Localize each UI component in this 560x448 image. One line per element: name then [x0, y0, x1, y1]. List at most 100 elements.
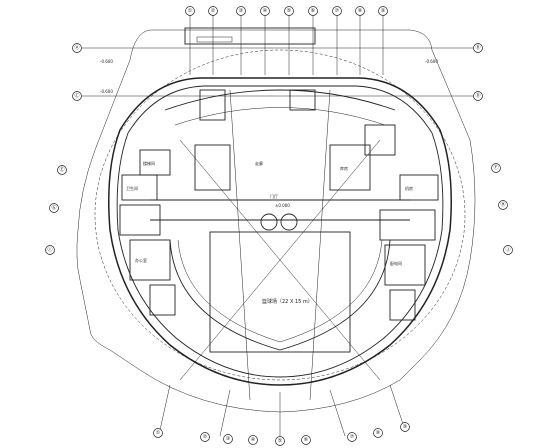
lobby-circle-left: [260, 213, 278, 231]
room-left-3: [119, 204, 161, 236]
svg-text:⑥: ⑥: [304, 437, 309, 443]
axis-bubble-bottom-8: ⑧: [373, 428, 383, 438]
room-left-6: [129, 239, 171, 281]
building-wall-inner: [116, 85, 444, 378]
room-label-7: 配电间: [390, 260, 402, 266]
axis-bubble-top-6: ⑥: [308, 6, 318, 16]
arena-arc-inner: [177, 239, 383, 343]
top-entry-strip: [184, 27, 316, 45]
svg-text:③: ③: [226, 436, 230, 442]
svg-text:④: ④: [263, 8, 268, 14]
level-mark-2: -0.600: [425, 59, 438, 64]
svg-text:Ⓑ: Ⓑ: [475, 44, 480, 51]
axis-bubble-bottom-1: ①: [153, 428, 163, 438]
axis-bubble-side-7: Ⓖ: [49, 203, 59, 213]
site-outline: [76, 29, 476, 413]
axis-bubble-bottom-6: ⑥: [301, 435, 311, 445]
svg-text:Ⓖ: Ⓖ: [51, 204, 56, 211]
room-right-6: [389, 289, 416, 321]
svg-text:Ⓒ: Ⓒ: [74, 92, 79, 99]
axis-bubble-side-3: Ⓒ: [72, 91, 82, 101]
axis-bubble-bottom-7: ⑦: [347, 432, 357, 442]
axis-bubble-side-10: Ⓙ: [503, 245, 513, 255]
axis-lines: [82, 14, 475, 438]
svg-text:⑧: ⑧: [376, 430, 381, 436]
svg-text:①: ①: [188, 8, 193, 14]
level-mark-1: -0.600: [100, 59, 113, 64]
room-right-3: [399, 174, 439, 201]
room-right-2: [364, 124, 396, 156]
svg-text:①: ①: [156, 430, 161, 436]
court-diagonal-4: [309, 89, 331, 401]
room-right-7: [289, 89, 316, 111]
room-right-1: [329, 144, 371, 191]
svg-text:Ⓓ: Ⓓ: [475, 92, 480, 99]
building-wall-outer: [108, 77, 452, 386]
axis-bubble-top-7: ⑦: [332, 6, 342, 16]
outer-ring: [94, 49, 466, 381]
svg-text:②: ②: [211, 8, 216, 14]
room-left-4: [194, 144, 231, 191]
level-mark-4: ±0.000: [275, 203, 290, 208]
axis-bubble-bottom-4: ④: [248, 435, 258, 445]
svg-text:⑦: ⑦: [350, 434, 355, 440]
room-label-5: 库房: [340, 165, 348, 171]
room-left-5: [199, 89, 226, 121]
room-label-1: 楼梯间: [143, 160, 155, 166]
axis-bubble-side-2: Ⓑ: [473, 43, 483, 53]
axis-bubble-side-4: Ⓓ: [473, 91, 483, 101]
level-mark-3: -0.600: [100, 89, 113, 94]
axis-bubble-bottom-3: ③: [223, 434, 233, 444]
axis-bubble-top-1: ①: [185, 6, 195, 16]
court-diagonal-2: [179, 139, 381, 381]
axis-bubble-top-8: ⑧: [355, 6, 365, 16]
top-entry-sign: [196, 36, 233, 43]
arena-arc: [169, 239, 391, 351]
room-left-2: [121, 174, 158, 201]
axis-bubble-top-3: ③: [236, 6, 246, 16]
basketball-court: [209, 231, 351, 353]
axis-bubble-bottom-2: ②: [200, 432, 210, 442]
room-label-8: 办公室: [135, 257, 147, 263]
seating-arc: [164, 89, 396, 111]
axis-bubble-top-4: ④: [260, 6, 270, 16]
svg-text:⑨: ⑨: [403, 424, 407, 430]
svg-text:Ⓐ: Ⓐ: [74, 44, 79, 51]
seating-arc-2: [174, 107, 386, 126]
axis-bubble-side-5: Ⓔ: [57, 165, 67, 175]
svg-text:Ⓙ: Ⓙ: [505, 246, 510, 253]
axis-bubble-side-9: Ⓘ: [45, 245, 55, 255]
svg-text:②: ②: [203, 434, 208, 440]
svg-text:③: ③: [239, 8, 243, 14]
court-diagonal-3: [229, 89, 251, 401]
room-right-5: [384, 244, 426, 286]
room-label-3: 走廊: [255, 160, 263, 166]
svg-text:⑧: ⑧: [358, 8, 363, 14]
room-label-2: 卫生间: [126, 185, 138, 191]
room-label-6: 机房: [405, 185, 413, 191]
axis-bubble-top-5: ⑤: [284, 6, 294, 16]
axis-bubble-bottom-5: ⑤: [275, 436, 285, 446]
svg-text:Ⓕ: Ⓕ: [493, 164, 498, 171]
axis-bubble-bottom-9: ⑨: [400, 422, 410, 432]
svg-text:Ⓘ: Ⓘ: [47, 246, 52, 253]
room-left-7: [149, 284, 176, 316]
axis-bubble-side-6: Ⓕ: [491, 163, 501, 173]
axis-bubble-top-9: ⑨: [378, 6, 388, 16]
svg-text:⑥: ⑥: [311, 8, 316, 14]
lobby-circle-right: [280, 213, 298, 231]
svg-text:⑦: ⑦: [335, 8, 340, 14]
room-right-4: [379, 209, 436, 241]
axis-bubble-side-1: Ⓐ: [72, 43, 82, 53]
axis-bubble-side-8: Ⓗ: [498, 200, 508, 210]
court-label: 篮球场（22 X 15 m）: [262, 298, 313, 305]
svg-text:④: ④: [251, 437, 256, 443]
svg-text:⑤: ⑤: [287, 8, 291, 14]
svg-text:⑤: ⑤: [278, 438, 282, 444]
svg-text:⑨: ⑨: [381, 8, 385, 14]
svg-text:Ⓗ: Ⓗ: [500, 201, 505, 208]
room-label-4: 门厅: [270, 193, 278, 199]
svg-text:Ⓔ: Ⓔ: [59, 166, 64, 173]
axis-bubble-top-2: ②: [208, 6, 218, 16]
